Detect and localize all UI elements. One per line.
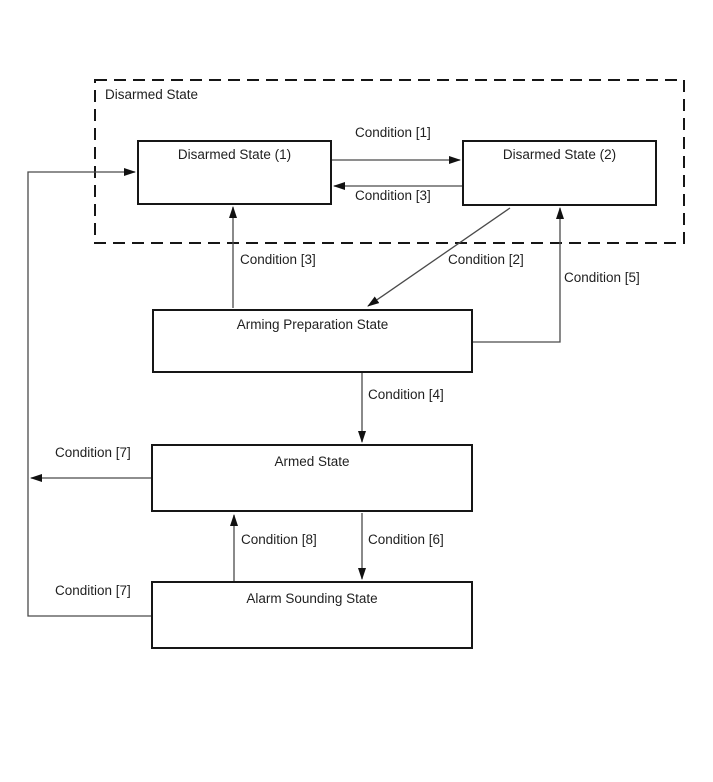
transition-label-condition-5: Condition [5]	[564, 270, 640, 285]
transition-arrow-condition-7-from-alarm	[27, 168, 151, 617]
transition-label-condition-3-vertical: Condition [3]	[240, 252, 316, 267]
state-label-disarmed-2: Disarmed State (2)	[502, 147, 617, 162]
state-label-arming-preparation: Arming Preparation State	[236, 317, 389, 332]
state-box-disarmed-1: Disarmed State (1)	[137, 140, 332, 205]
state-label-armed: Armed State	[274, 454, 350, 469]
disarmed-superstate-border	[94, 79, 685, 244]
state-label-alarm-sounding: Alarm Sounding State	[246, 591, 378, 606]
state-box-armed: Armed State	[151, 444, 473, 512]
disarmed-superstate-label: Disarmed State	[105, 87, 199, 102]
transition-label-condition-1: Condition [1]	[355, 125, 431, 140]
transition-label-condition-3-horizontal: Condition [3]	[355, 188, 431, 203]
transition-arrow-condition-2	[367, 207, 511, 307]
transition-label-condition-7-from-alarm: Condition [7]	[55, 583, 131, 598]
state-box-arming-preparation: Arming Preparation State	[152, 309, 473, 373]
state-box-alarm-sounding: Alarm Sounding State	[151, 581, 473, 649]
transition-label-condition-2: Condition [2]	[448, 252, 524, 267]
transition-arrow-condition-5	[473, 207, 564, 343]
transition-label-condition-8: Condition [8]	[241, 532, 317, 547]
transition-label-condition-4: Condition [4]	[368, 387, 444, 402]
state-label-disarmed-1: Disarmed State (1)	[177, 147, 292, 162]
state-box-disarmed-2: Disarmed State (2)	[462, 140, 657, 206]
transition-label-condition-7-from-armed: Condition [7]	[55, 445, 131, 460]
transition-label-condition-6: Condition [6]	[368, 532, 444, 547]
